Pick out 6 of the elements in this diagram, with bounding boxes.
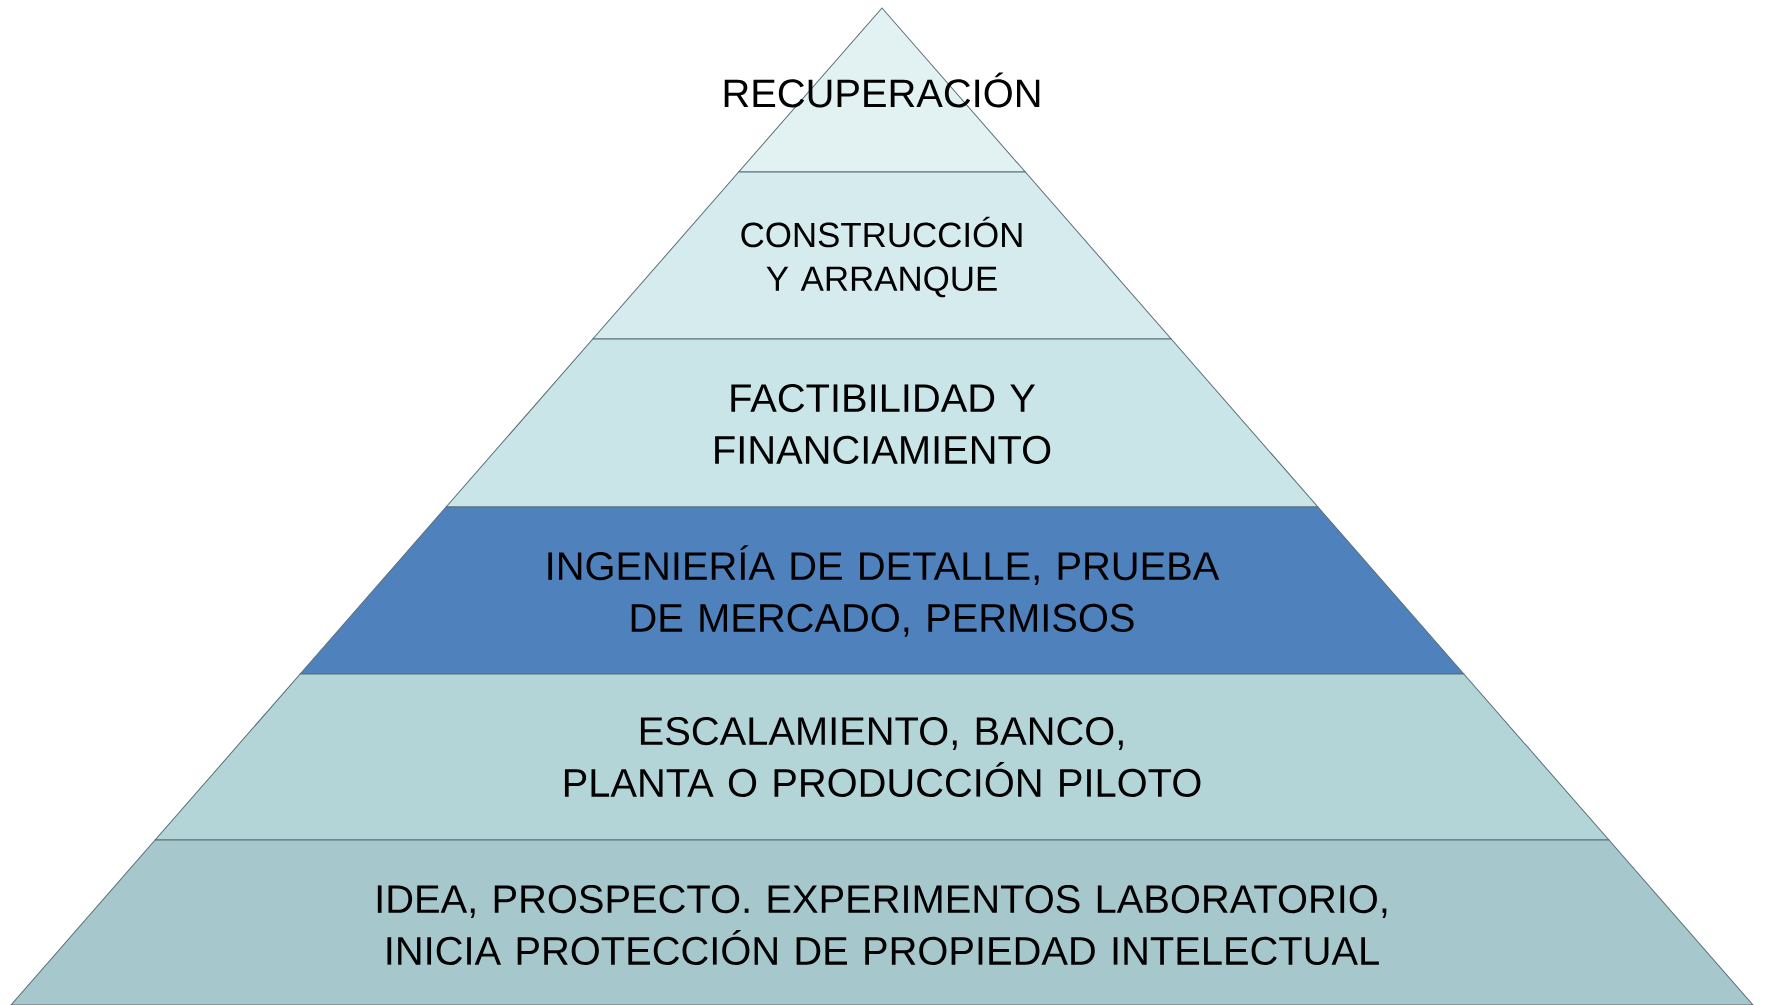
- pyramid-level: FACTIBILIDAD Y FINANCIAMIENTO: [445, 338, 1319, 508]
- pyramid-level: RECUPERACIÓN: [724, 7, 1040, 173]
- pyramid-level: IDEA, PROSPECTO. EXPERIMENTOS LABORATORIO, INICIA PROTECCIÓN DE PROPIEDAD INTELECTUAL: [10, 839, 1754, 1005]
- pyramid-level: INGENIERÍA DE DETALLE, PRUEBA DE MERCADO, PERMISOS: [299, 506, 1465, 675]
- pyramid-level: CONSTRUCCIÓN Y ARRANQUE: [592, 171, 1172, 340]
- pyramid-level: ESCALAMIENTO, BANCO, PLANTA O PRODUCCIÓN PILOTO: [154, 673, 1610, 841]
